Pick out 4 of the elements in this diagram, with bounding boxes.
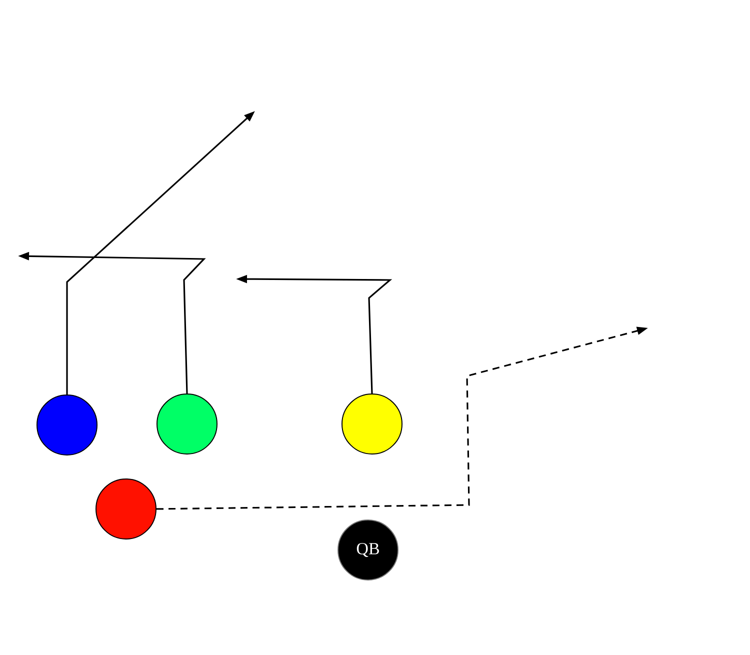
player-circle xyxy=(156,394,218,454)
player-circle xyxy=(36,394,98,456)
player-circle xyxy=(96,478,156,540)
player-circle xyxy=(342,394,402,454)
